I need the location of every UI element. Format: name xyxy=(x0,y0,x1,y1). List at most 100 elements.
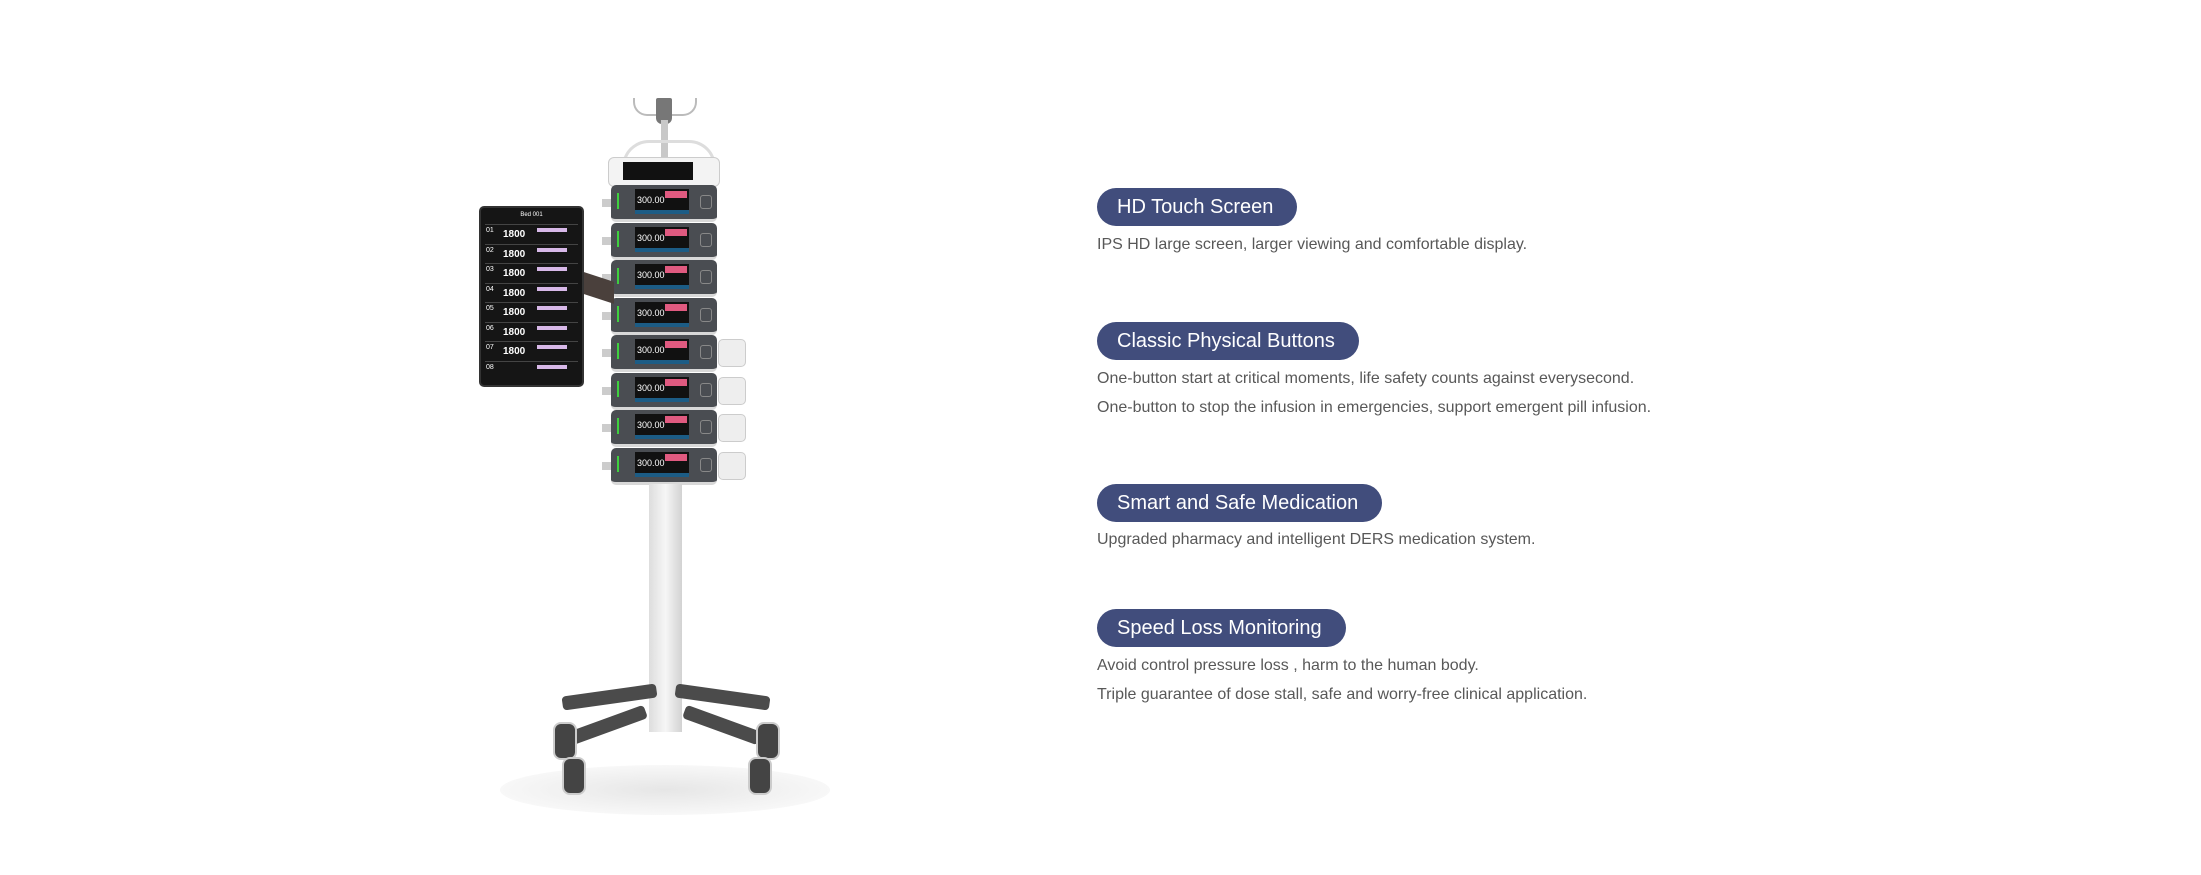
drug-label xyxy=(665,191,687,198)
tablet-header: Bed 001 xyxy=(520,212,543,218)
pump-clamp xyxy=(602,386,611,395)
pump-screen: 300.00 xyxy=(635,376,689,402)
drug-label xyxy=(537,286,567,291)
drug-label xyxy=(665,453,687,461)
channel-volume: 1800 xyxy=(503,346,526,357)
pump-clamp xyxy=(602,236,611,245)
tablet-row: 04 1800 xyxy=(485,282,578,302)
tablet-row: 02 1800 xyxy=(485,243,578,263)
pump-button xyxy=(700,270,712,284)
infusion-pump: 300.00 xyxy=(611,185,717,222)
tablet-row: 01 1800 xyxy=(485,224,578,243)
channel-number: 04 xyxy=(486,285,494,293)
caster-wheel xyxy=(748,757,772,795)
pump-rate: 300.00 xyxy=(637,232,665,243)
pump-clamp xyxy=(602,461,611,470)
pump-clamp xyxy=(602,349,611,357)
infusion-pump: 300.00 xyxy=(611,260,717,297)
drug-label xyxy=(665,228,687,236)
drug-label xyxy=(537,345,567,349)
pump-rate: 300.00 xyxy=(637,270,665,280)
pump-screen-bar xyxy=(635,435,689,439)
infusion-pump: 300.00 xyxy=(611,297,717,335)
drug-label xyxy=(537,247,567,252)
drug-label xyxy=(537,228,567,232)
pump-screen: 300.00 xyxy=(635,189,689,214)
pump-button xyxy=(700,307,712,322)
syringe-holder xyxy=(718,414,746,442)
drug-label xyxy=(665,416,687,423)
infusion-pump: 300.00 xyxy=(611,447,717,485)
syringe-holder xyxy=(718,376,746,405)
channel-number: 02 xyxy=(486,246,494,254)
channel-number: 06 xyxy=(486,324,494,332)
channel-volume: 1800 xyxy=(503,248,526,260)
status-led xyxy=(617,268,619,284)
tablet-row: 06 1800 xyxy=(485,321,578,341)
drug-label xyxy=(665,341,687,348)
stand-leg xyxy=(568,704,648,746)
pump-screen: 300.00 xyxy=(635,414,689,439)
pump-screen: 300.00 xyxy=(635,264,689,289)
channel-volume: 1800 xyxy=(503,229,526,240)
caster-wheel xyxy=(756,722,780,760)
pump-rate: 300.00 xyxy=(637,345,665,355)
pole-top-hub xyxy=(656,98,672,124)
pump-screen-bar xyxy=(635,322,689,327)
status-led xyxy=(617,230,619,247)
pump-rate: 300.00 xyxy=(637,382,665,393)
feature-desc: Triple guarantee of dose stall, safe and… xyxy=(1097,686,1588,703)
pump-button xyxy=(700,420,712,434)
pump-button xyxy=(700,345,712,359)
drug-label xyxy=(537,364,567,369)
caster-wheel xyxy=(553,722,577,760)
feature-title-classic-physical-buttons: Classic Physical Buttons xyxy=(1097,322,1359,360)
pump-button xyxy=(700,195,712,209)
tablet-row: 05 1800 xyxy=(485,302,578,321)
status-led xyxy=(617,305,619,322)
syringe-holder xyxy=(718,451,746,480)
tablet-row: 08 xyxy=(485,360,578,380)
drug-label xyxy=(665,303,687,311)
status-led xyxy=(617,343,619,359)
pump-rate: 300.00 xyxy=(637,457,665,468)
pump-button xyxy=(700,382,712,397)
pump-screen: 300.00 xyxy=(635,339,689,364)
status-led xyxy=(617,193,619,209)
feature-desc: Avoid control pressure loss , harm to th… xyxy=(1097,657,1479,674)
drug-label xyxy=(537,325,567,330)
status-led xyxy=(617,380,619,397)
caster-wheel xyxy=(562,757,586,795)
channel-number: 07 xyxy=(486,344,494,351)
pump-screen-bar xyxy=(635,472,689,477)
feature-title-smart-safe-medication: Smart and Safe Medication xyxy=(1097,484,1383,522)
pump-screen: 300.00 xyxy=(635,451,689,477)
pump-screen-bar xyxy=(635,247,689,252)
feature-desc: One-button start at critical moments, li… xyxy=(1097,370,1635,387)
tablet-row: 03 1800 xyxy=(485,263,578,282)
channel-volume: 1800 xyxy=(503,268,526,279)
pump-screen: 300.00 xyxy=(635,226,689,252)
channel-number: 08 xyxy=(486,363,494,371)
infusion-pump: 300.00 xyxy=(611,410,717,447)
feature-title-hd-touch-screen: HD Touch Screen xyxy=(1097,188,1298,226)
pump-rate: 300.00 xyxy=(637,307,665,318)
floor-shadow xyxy=(500,765,830,815)
pump-button xyxy=(700,457,712,472)
pump-button xyxy=(700,232,712,247)
pump-rate: 300.00 xyxy=(637,195,665,205)
pump-screen-bar xyxy=(635,360,689,364)
feature-desc: One-button to stop the infusion in emerg… xyxy=(1097,399,1652,416)
drug-label xyxy=(537,306,567,310)
pump-screen-bar xyxy=(635,285,689,289)
stand-leg xyxy=(682,704,762,746)
channel-volume: 1800 xyxy=(503,287,526,299)
infusion-pump: 300.00 xyxy=(611,335,717,372)
status-led xyxy=(617,418,619,434)
pump-screen-bar xyxy=(635,397,689,402)
syringe-holder xyxy=(718,339,746,367)
control-module xyxy=(608,157,720,187)
infusion-pump: 300.00 xyxy=(611,372,717,410)
channel-number: 05 xyxy=(486,305,494,312)
drug-label xyxy=(665,378,687,386)
